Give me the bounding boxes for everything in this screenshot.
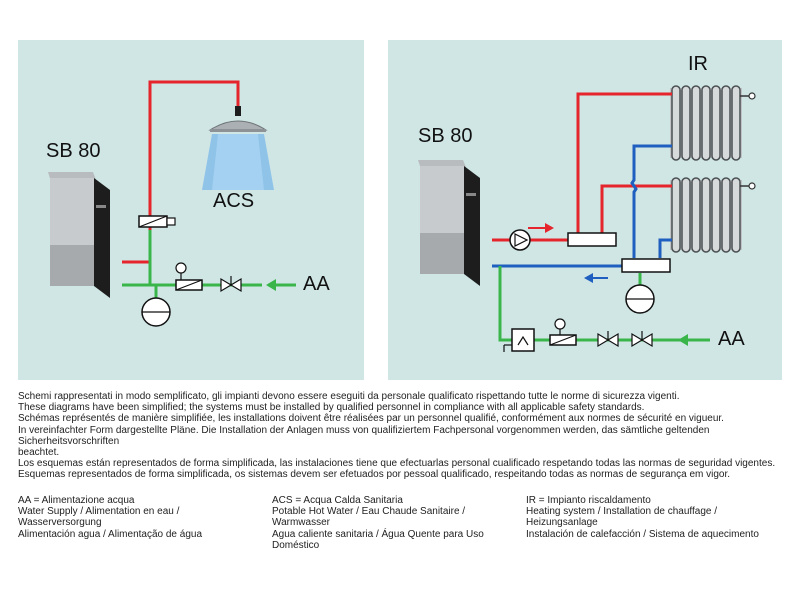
flow-direction-arrow	[528, 223, 554, 233]
legend-ir: IR = Impianto riscaldamento Heating syst…	[526, 495, 782, 540]
heating-schematic	[418, 85, 756, 352]
legend-line: Agua caliente sanitaria / Água Quente pa…	[272, 528, 484, 540]
radiator-upper-icon	[670, 85, 756, 161]
legend-aa: AA = Alimentazione acqua Water Supply / …	[18, 495, 263, 540]
legend-line: Instalación de calefacción / Sistema de …	[526, 528, 759, 540]
heat-exchanger-lower	[621, 258, 671, 273]
note-line: beachtet.	[18, 447, 60, 459]
note-line: Los esquemas están representados de form…	[18, 458, 776, 470]
circulation-pump-icon	[509, 229, 531, 251]
note-line: Schemi rappresentati in modo semplificat…	[18, 391, 680, 402]
water-supply-label: AA	[718, 328, 745, 350]
note-line: Esquemas representados de forma simplifi…	[18, 469, 731, 481]
boiler-unit	[418, 160, 480, 286]
diagram-hot-water: SB 80 ACS AA	[18, 40, 364, 380]
legend-acs: ACS = Acqua Calda Sanitaria Potable Hot …	[272, 495, 517, 551]
shower-head-icon	[202, 106, 274, 190]
legend-line: Heizungsanlage	[526, 517, 598, 529]
water-inlet-arrow	[678, 334, 710, 346]
boiler-label: SB 80	[46, 140, 101, 162]
legend-line: ACS = Acqua Calda Sanitaria	[272, 495, 403, 506]
hot-pipe	[122, 80, 240, 264]
water-supply-label: AA	[303, 273, 330, 295]
boiler-label: SB 80	[418, 125, 473, 147]
pressure-reducer	[549, 318, 577, 346]
radiator-lower-icon	[670, 177, 756, 253]
return-direction-arrow	[584, 273, 608, 283]
radiator-label: IR	[688, 53, 708, 75]
note-line: Schémas représentés de manière simplifié…	[18, 413, 724, 425]
legend-line: Alimentación agua / Alimentação de água	[18, 528, 203, 540]
boiler-unit	[48, 172, 110, 298]
mixing-valve	[138, 215, 176, 228]
legend-line: Heating system / Installation de chauffa…	[526, 506, 718, 518]
note-line: In vereinfachter Form dargestellte Pläne…	[18, 424, 710, 447]
shower-label: ACS	[213, 190, 255, 212]
flow-pipe-up	[576, 92, 672, 233]
flow-pipe-lower	[600, 184, 672, 233]
legend-line: Potable Hot Water / Eau Chaude Sanitaire…	[272, 506, 466, 529]
return-pipe-upper	[630, 144, 672, 258]
shutoff-valve	[220, 276, 242, 293]
safety-notes: Schemi rappresentati in modo semplificat…	[18, 391, 782, 481]
legend-line: Doméstico	[272, 539, 320, 551]
shutoff-valve	[597, 331, 619, 348]
legend-line: AA = Alimentazione acqua	[18, 495, 135, 506]
filling-device	[503, 328, 535, 352]
expansion-vessel	[141, 297, 171, 327]
water-inlet-arrow	[266, 279, 296, 291]
expansion-vessel	[625, 284, 655, 314]
pressure-reducer	[175, 262, 203, 291]
note-line: These diagrams have been simplified; the…	[18, 402, 645, 414]
hot-water-schematic	[48, 80, 296, 327]
shutoff-valve-second	[631, 331, 653, 348]
legend-line: Water Supply / Alimentation en eau / Was…	[18, 506, 180, 529]
legend-line: IR = Impianto riscaldamento	[526, 495, 651, 506]
water-supply-pipe	[498, 266, 688, 342]
diagram-heating: SB 80 IR AA	[388, 40, 782, 380]
heat-exchanger-upper	[567, 232, 617, 247]
return-pipe-lower	[658, 238, 672, 258]
